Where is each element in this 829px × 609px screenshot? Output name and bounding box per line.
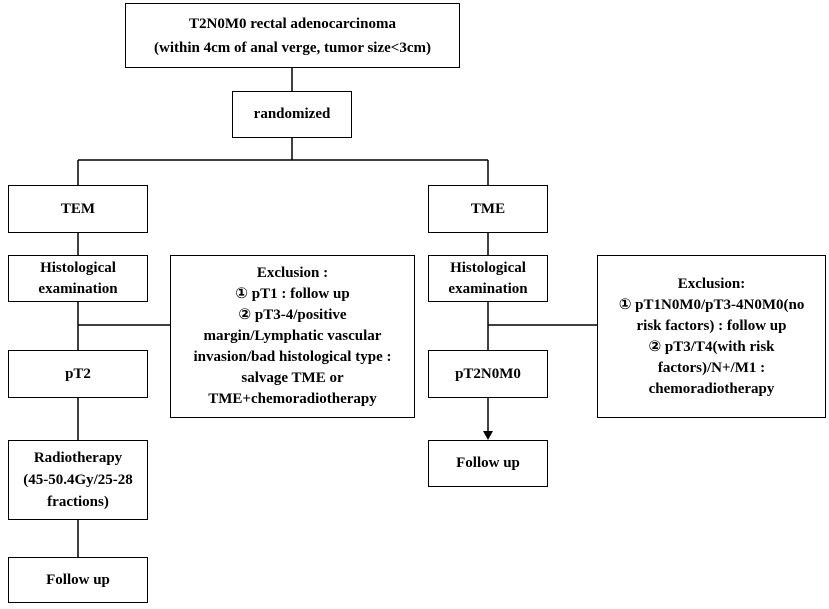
- node-text-line: ② pT3/T4(with risk: [648, 338, 775, 355]
- node-text-line: invasion/bad histological type :: [193, 349, 392, 365]
- node-tme: TME: [428, 185, 548, 233]
- node-text-line: Histological: [40, 259, 116, 276]
- node-text-line: examination: [38, 280, 118, 297]
- node-text-line: Follow up: [46, 571, 110, 588]
- node-text-line: Histological: [450, 259, 526, 276]
- node-text-line: salvage TME or: [241, 370, 344, 386]
- node-text-line: TME: [470, 200, 506, 217]
- node-text-line: T2N0M0 rectal adenocarcinoma: [189, 15, 396, 32]
- node-text-line: Exclusion:: [677, 275, 746, 292]
- node-tem-pt2: pT2: [8, 350, 148, 398]
- node-text-line: Follow up: [456, 455, 520, 471]
- node-text-line: pT2: [65, 365, 91, 382]
- node-start-condition: T2N0M0 rectal adenocarcinoma (within 4cm…: [125, 3, 460, 68]
- node-text-line: pT2N0M0: [455, 365, 521, 382]
- node-text-line: (45-50.4Gy/25-28: [23, 472, 133, 488]
- node-text-line: TME+chemoradiotherapy: [208, 391, 377, 407]
- node-text-line: examination: [448, 280, 528, 297]
- node-text-line: ② pT3-4/positive: [238, 307, 347, 323]
- node-text-line: Exclusion :: [256, 265, 329, 281]
- node-text-line: randomized: [253, 106, 331, 122]
- node-tem-histological-examination: Histological examination: [8, 255, 148, 302]
- node-text-line: risk factors) : follow up: [636, 317, 787, 334]
- node-randomized: randomized: [232, 91, 352, 138]
- node-tme-pt2n0m0: pT2N0M0: [428, 350, 548, 398]
- node-text-line: Radiotherapy: [33, 450, 123, 466]
- node-tme-exclusion: Exclusion: ① pT1N0M0/pT3-4N0M0(no risk f…: [597, 255, 826, 418]
- node-tem-radiotherapy: Radiotherapy (45-50.4Gy/25-28 fractions): [8, 440, 148, 520]
- node-text-line: fractions): [47, 494, 109, 510]
- node-text-line: ① pT1N0M0/pT3-4N0M0(no: [618, 296, 805, 313]
- node-text-line: ① pT1 : follow up: [235, 286, 350, 302]
- node-tme-histological-examination: Histological examination: [428, 255, 548, 302]
- node-text-line: chemoradiotherapy: [648, 380, 775, 397]
- node-text-line: TEM: [60, 200, 96, 217]
- node-tem: TEM: [8, 185, 148, 233]
- node-text-line: factors)/N+/M1 :: [657, 359, 766, 376]
- node-text-line: (within 4cm of anal verge, tumor size<3c…: [154, 39, 431, 56]
- node-tem-follow-up: Follow up: [8, 557, 148, 603]
- node-text-line: margin/Lymphatic vascular: [203, 328, 382, 344]
- arrowhead-icon: [483, 431, 493, 440]
- node-tme-follow-up: Follow up: [428, 440, 548, 487]
- node-tem-exclusion: Exclusion : ① pT1 : follow up ② pT3-4/po…: [170, 255, 415, 418]
